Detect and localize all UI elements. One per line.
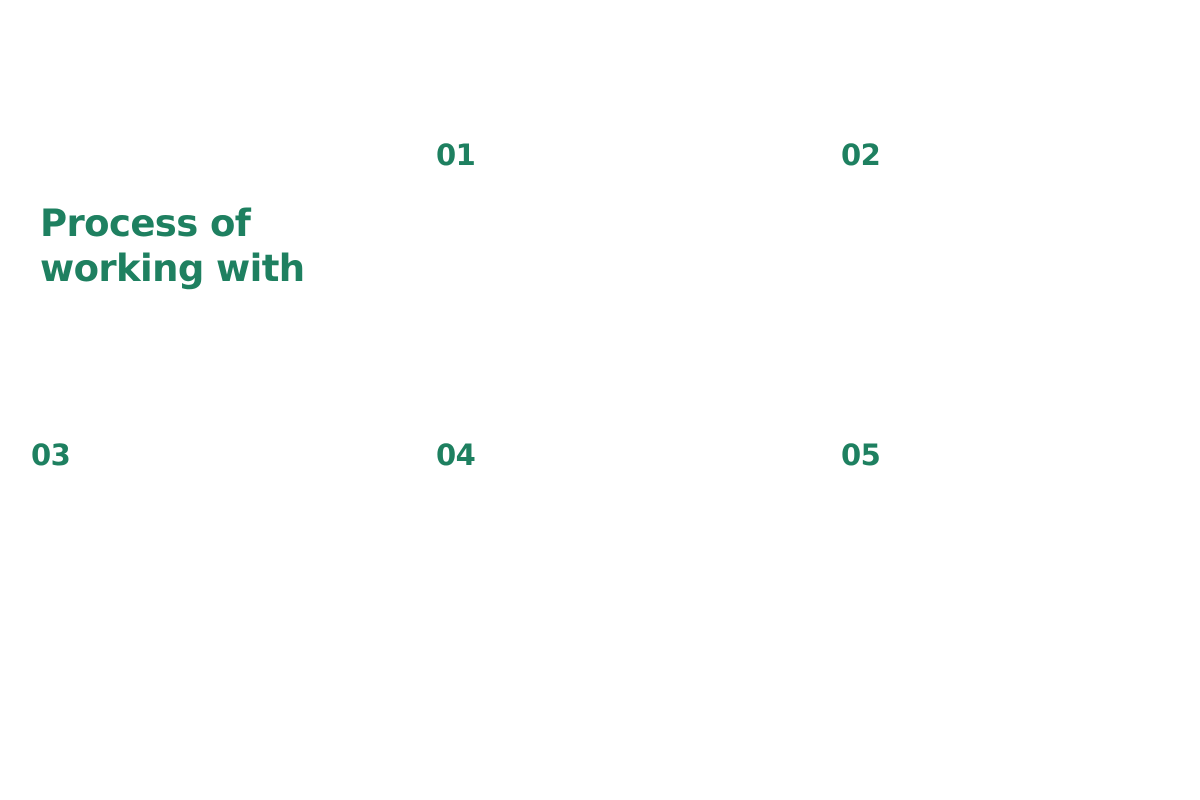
section-title-line-1: Process of xyxy=(40,202,251,245)
section-title-line-2: working with xyxy=(40,247,305,290)
step-number-04: 04 xyxy=(436,438,476,472)
step-number-05: 05 xyxy=(841,438,881,472)
step-number-03: 03 xyxy=(31,438,71,472)
section-title: Process of working with xyxy=(40,201,340,291)
step-number-01: 01 xyxy=(436,138,476,172)
step-number-02: 02 xyxy=(841,138,881,172)
